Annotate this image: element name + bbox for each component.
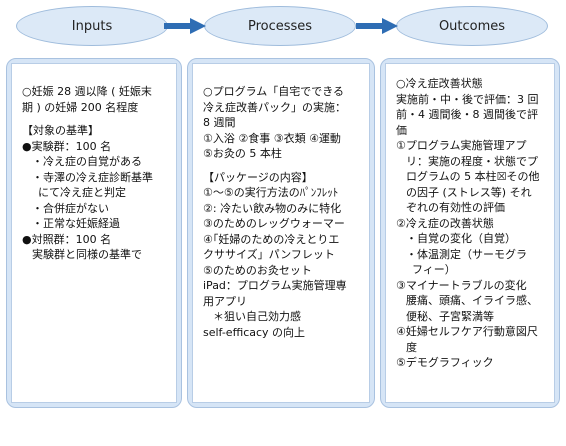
processes-line: ⑤のためのお灸セット (203, 263, 312, 277)
inputs-line: 実験群と同様の基準で (32, 248, 142, 261)
outcomes-header-label: Outcomes (438, 18, 506, 34)
inputs-line: 期 ) の妊婦 200 名程度 (22, 100, 139, 114)
processes-line: ②: 冷たい飲み物のみに特化 (203, 201, 342, 215)
outcomes-line: ①プログラム実施管理アプ (396, 139, 527, 152)
inputs-line: 【対象の基準】 (22, 124, 99, 137)
outcomes-line: ぞれの有効性の評価 (406, 201, 505, 214)
outcomes-line: の因子 (ストレス等) それ (406, 185, 532, 199)
outcomes-line: ②冷え症の改善状態 (396, 216, 494, 230)
inputs-line: ●実験群：100 名 (22, 139, 112, 153)
outcomes-line: ④妊婦セルフケア行動意図尺 (396, 325, 538, 338)
outcomes-line: ログラムの 5 本柱☒その他 (406, 170, 540, 183)
processes-line: 用アプリ (203, 294, 247, 308)
processes-line: 8 週間 (203, 116, 236, 129)
outcomes-line: 実施前・中・後で評価：3 回 (396, 92, 539, 106)
inputs-box: ○妊娠 28 週以降 ( 妊娠末 期 ) の妊婦 200 名程度 【対象の基準】… (6, 58, 182, 408)
inputs-header: Inputs (16, 6, 168, 46)
processes-line: 冷え症改善パック」の実施： (203, 100, 346, 114)
processes-line: 【パッケージの内容】 (203, 170, 313, 184)
outcomes-line: リ：実施の程度・状態でプ (406, 154, 538, 168)
outcomes-box: ○冷え症改善状態 実施前・中・後で評価：3 回 前・4 週間後・8 週間後で評 … (380, 58, 560, 408)
inputs-header-label: Inputs (71, 18, 113, 34)
inputs-content: ○妊娠 28 週以降 ( 妊娠末 期 ) の妊婦 200 名程度 【対象の基準】… (11, 63, 177, 403)
processes-header-label: Processes (247, 18, 313, 34)
inputs-line: ○妊娠 28 週以降 ( 妊娠末 (22, 85, 152, 98)
outcomes-line: ⑤デモグラフィック (396, 356, 494, 369)
arrow-right-icon (164, 18, 206, 34)
processes-line: ③のためのレッグウォーマー (203, 217, 345, 230)
processes-line: ＊狙い自己効力感 (213, 310, 301, 323)
processes-line: ①～⑤の実行方法のﾊﾟﾝﾌﾚｯﾄ (203, 186, 339, 199)
outcomes-line: 腰痛、頭痛、イライラ感、 (406, 294, 538, 307)
processes-line: ④｢妊婦のための冷えとりエ (203, 232, 340, 246)
outcomes-line: ③マイナートラブルの変化 (396, 278, 527, 292)
processes-line: クササイズ」パンフレット (203, 248, 335, 261)
processes-content: ○プログラム「自宅でできる 冷え症改善パック」の実施： 8 週間 ①入浴 ②食事… (192, 63, 370, 403)
outcomes-line: 便秘、子宮緊満等 (406, 309, 494, 323)
inputs-line: ・合併症がない (32, 201, 109, 215)
processes-line: ⑤お灸の 5 本柱 (203, 147, 282, 160)
arrow-right-icon (356, 18, 398, 34)
inputs-line: ・寺澤の冷え症診断基準 (32, 170, 153, 184)
outcomes-content: ○冷え症改善状態 実施前・中・後で評価：3 回 前・4 週間後・8 週間後で評 … (385, 63, 555, 403)
outcomes-line: ・自覚の変化（自覚） (406, 232, 516, 245)
inputs-line: にて冷え症と判定 (38, 186, 126, 199)
outcomes-header: Outcomes (396, 6, 548, 46)
outcomes-line: ・体温測定（サーモグラ (406, 247, 527, 261)
processes-box: ○プログラム「自宅でできる 冷え症改善パック」の実施： 8 週間 ①入浴 ②食事… (187, 58, 375, 408)
processes-line: ①入浴 ②食事 ③衣類 ④運動 (203, 131, 341, 145)
processes-line: iPad：プログラム実施管理専 (203, 279, 347, 292)
outcomes-line: ○冷え症改善状態 (396, 77, 483, 90)
inputs-line: ・冷え症の自覚がある (32, 155, 142, 168)
outcomes-line: 前・4 週間後・8 週間後で評 (396, 108, 538, 121)
outcomes-line: フィー） (412, 263, 456, 276)
inputs-line: ・正常な妊娠経過 (32, 217, 120, 230)
outcomes-line: 度 (406, 340, 417, 354)
processes-line: ○プログラム「自宅でできる (203, 85, 345, 98)
outcomes-line: 価 (396, 123, 407, 137)
processes-header: Processes (204, 6, 356, 46)
inputs-line: ●対照群：100 名 (22, 232, 112, 246)
processes-line: self-efficacy の向上 (203, 325, 306, 339)
